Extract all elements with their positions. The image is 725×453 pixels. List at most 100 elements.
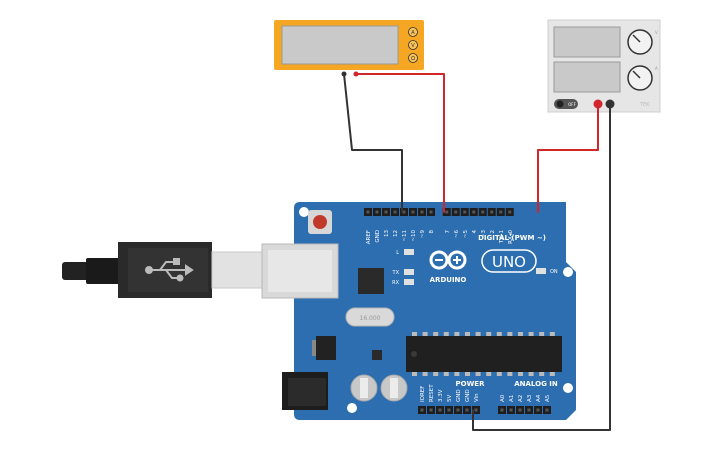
multimeter-button-r[interactable] <box>408 53 418 63</box>
header-pin-hole <box>527 408 531 412</box>
pin-label: A5 <box>545 394 551 402</box>
chip-notch <box>411 351 417 357</box>
multimeter-button-v[interactable] <box>408 40 418 50</box>
chip-leg <box>518 332 523 336</box>
pin-label: ~10 <box>411 230 417 242</box>
multimeter-button-r-label: Ω <box>411 56 415 62</box>
chip-leg <box>422 372 428 376</box>
pin-label: A4 <box>536 394 542 402</box>
pin-label: GND <box>456 389 462 402</box>
header-pin-hole <box>474 408 478 412</box>
chip-leg <box>454 332 460 336</box>
chip-pins-top <box>412 332 555 336</box>
wire-supply-positive-to-pin-2[interactable] <box>537 103 599 213</box>
chip-leg <box>528 372 534 376</box>
model-label: UNO <box>492 253 526 271</box>
chip-leg <box>549 332 555 336</box>
header-pin-hole <box>509 408 513 412</box>
header-pin-hole <box>384 210 388 214</box>
digital-header-label: DIGITAL (PWM ~) <box>478 234 546 242</box>
header-pin-hole <box>445 210 449 214</box>
pin-label: 2 <box>490 230 496 234</box>
voltage-regulator <box>316 336 336 360</box>
capacitor-1-mark <box>360 378 368 398</box>
chip-leg <box>412 332 417 336</box>
header-pin-hole <box>465 408 469 412</box>
chip-leg <box>433 332 439 336</box>
header-pin-hole <box>500 408 504 412</box>
multimeter[interactable]: A V Ω <box>274 20 424 77</box>
led-tx-label: TX <box>392 270 400 276</box>
chip-leg <box>496 372 502 376</box>
wire-multimeter-com-to-gnd[interactable] <box>343 73 403 213</box>
header-pin-hole <box>447 408 451 412</box>
reset-button[interactable] <box>313 215 327 229</box>
usb-cable[interactable] <box>62 242 265 298</box>
capacitor-2-mark <box>390 378 398 398</box>
chip-leg <box>433 372 439 376</box>
multimeter-button-a-label: A <box>411 30 415 36</box>
digital-header[interactable] <box>364 208 514 216</box>
pin-label: 8 <box>429 230 435 234</box>
power-supply[interactable]: V A OFF TEK <box>547 19 661 113</box>
pin-label: 12 <box>393 230 399 237</box>
usb-controller-chip <box>358 268 384 294</box>
current-knob-label: A <box>655 66 658 71</box>
header-pin-hole <box>508 210 512 214</box>
chip-leg <box>422 332 428 336</box>
voltage-regulator-tab <box>312 340 316 356</box>
header-pin-hole <box>490 210 494 214</box>
power-header-label: POWER <box>456 380 486 388</box>
usb-b-port-inner <box>268 250 332 292</box>
led-on-label: ON <box>550 269 558 275</box>
header-pin-hole <box>366 210 370 214</box>
header-pin-hole <box>456 408 460 412</box>
multimeter-button-v-label: V <box>411 43 415 49</box>
voltage-knob-pointer <box>632 34 641 43</box>
chip-leg <box>443 332 449 336</box>
analog-header[interactable] <box>498 406 551 414</box>
header-pin-hole <box>499 210 503 214</box>
chip-leg <box>475 372 481 376</box>
led-rx-label: RX <box>392 280 399 286</box>
wire-multimeter-v-to-pin-10[interactable] <box>355 73 445 213</box>
chip-leg <box>539 372 545 376</box>
header-pin-hole <box>375 210 379 214</box>
chip-leg <box>518 372 523 376</box>
brand-label: ARDUINO <box>430 276 467 284</box>
pin-label: 3.3V <box>438 389 444 402</box>
pin-label: 4 <box>472 230 478 234</box>
chip-leg <box>507 332 513 336</box>
voltage-knob-label: V <box>655 30 658 35</box>
pin-label: A3 <box>527 394 533 402</box>
arduino-board[interactable]: 16.000 L TX RX ON ARDUINO UNO <box>261 202 576 420</box>
analog-header-label: ANALOG IN <box>514 380 558 388</box>
pin-label: A2 <box>518 395 524 402</box>
power-switch-label: OFF <box>568 102 576 107</box>
power-switch-knob <box>556 100 564 108</box>
pin-label: 7 <box>445 230 451 234</box>
chip-leg <box>486 372 492 376</box>
header-pin-hole <box>463 210 467 214</box>
led-on <box>536 268 546 274</box>
multimeter-button-a[interactable] <box>408 27 418 37</box>
power-supply-display-current <box>553 61 621 93</box>
pin-label: 5V <box>447 395 453 402</box>
pin-label: GND <box>375 230 381 243</box>
power-header[interactable] <box>418 406 480 414</box>
chip-leg <box>496 332 502 336</box>
chip-leg <box>465 332 470 336</box>
pin-label: ~3 <box>481 230 487 239</box>
small-ic <box>372 350 382 360</box>
wire-supply-negative-to-gnd[interactable] <box>472 103 611 431</box>
header-pin-hole <box>481 210 485 214</box>
atmega-chip <box>406 336 562 372</box>
pin-label: RX◂0 <box>508 230 514 244</box>
header-pin-hole <box>420 408 424 412</box>
led-tx <box>404 269 414 275</box>
chip-leg <box>486 332 492 336</box>
